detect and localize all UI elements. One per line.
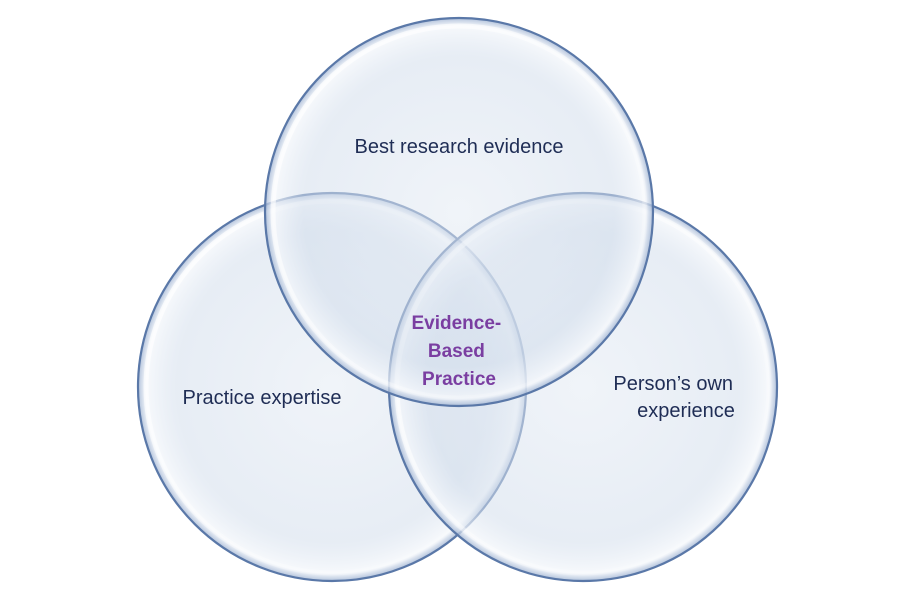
label-practice-expertise: Practice expertise <box>183 387 342 409</box>
circle-best-research-evidence <box>263 16 655 408</box>
label-best-research-evidence: Best research evidence <box>354 136 563 158</box>
label-evidence-based-practice: Evidence- Based Practice <box>411 313 506 390</box>
circles-layer <box>136 16 779 583</box>
label-persons-own-experience: Person’s own experience <box>613 373 738 422</box>
